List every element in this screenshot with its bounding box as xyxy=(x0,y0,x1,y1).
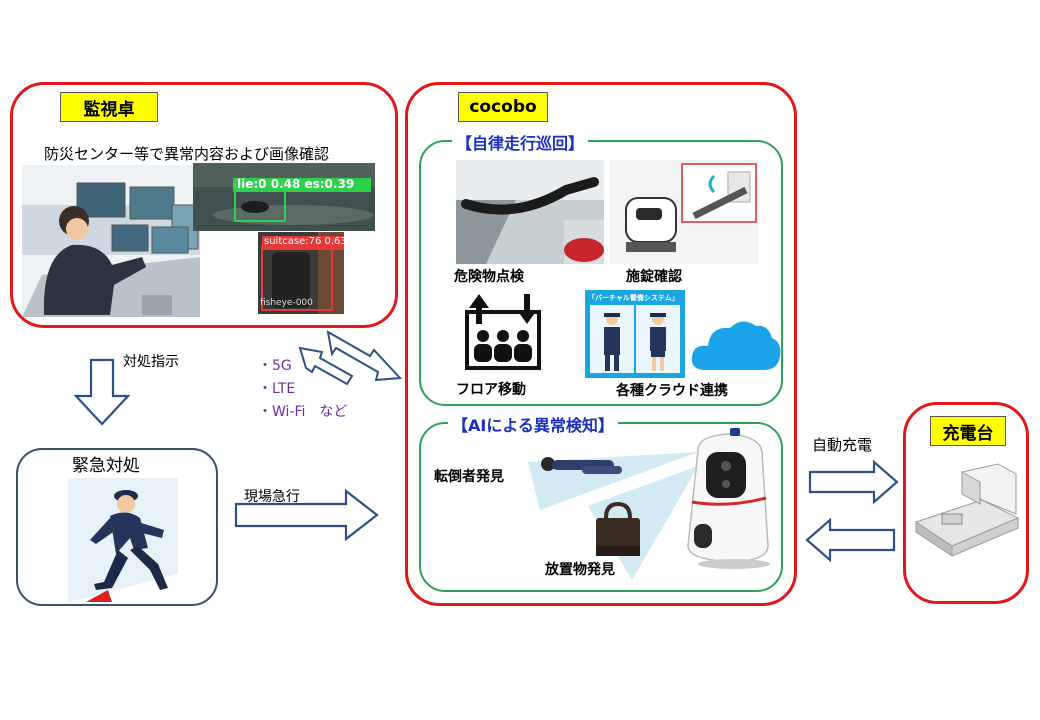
cocobo-tag: cocobo xyxy=(458,92,548,122)
detection-label-3: fisheye-000 xyxy=(260,298,313,308)
lock-check-image xyxy=(610,160,758,264)
fall-detect-label: 転倒者発見 xyxy=(434,469,504,485)
network-wifi: ・Wi-Fi など xyxy=(258,404,348,420)
hazard-check-image xyxy=(456,160,604,264)
patrol-title: 【自律走行巡回】 xyxy=(452,130,589,154)
monitor-tag: 監視卓 xyxy=(60,92,158,122)
detection-label-2: suitcase:76 0.63 xyxy=(264,236,344,247)
emergency-title: 緊急対処 xyxy=(72,456,140,476)
network-5g: ・5G xyxy=(258,358,292,374)
cloud-label: 各種クラウド連携 xyxy=(616,383,728,399)
patrol-section xyxy=(419,140,783,406)
detection-label-1: lie:0 0.48 es:0.39 xyxy=(237,177,355,191)
rush-arrow xyxy=(234,488,379,542)
ai-detection-scene xyxy=(528,428,770,580)
elevator-icon xyxy=(465,294,541,370)
virtual-security-panel: 「バーチャル警備システム」 xyxy=(585,290,685,378)
detection-image-suitcase: suitcase:76 0.63 fisheye-000 xyxy=(258,232,344,314)
virtual-security-label: 「バーチャル警備システム」 xyxy=(588,294,679,302)
lock-label: 施錠確認 xyxy=(626,269,682,285)
charge-arrow-left xyxy=(805,518,896,562)
charger-tag: 充電台 xyxy=(930,416,1006,446)
network-lte: ・LTE xyxy=(258,381,296,397)
auto-charge-label: 自動充電 xyxy=(812,436,873,454)
rush-label: 現場急行 xyxy=(244,489,300,505)
cloud-icon xyxy=(691,321,781,370)
ai-title: 【AIによる異常検知】 xyxy=(448,412,618,436)
guard-running-illustration xyxy=(68,478,178,602)
instruction-arrow xyxy=(74,358,130,426)
charge-arrow-right xyxy=(808,460,899,504)
monitor-caption: 防災センター等で異常内容および画像確認 xyxy=(44,145,330,163)
network-list: ・5G ・LTE ・Wi-Fi など xyxy=(258,355,347,424)
hazard-label: 危険物点検 xyxy=(454,269,524,285)
detection-image-fall: lie:0 0.48 es:0.39 xyxy=(193,163,375,231)
left-item-label: 放置物発見 xyxy=(545,562,615,578)
floor-label: フロア移動 xyxy=(456,382,526,398)
monitor-operator-illustration xyxy=(22,165,200,317)
charger-station-image xyxy=(914,463,1020,557)
instruction-label: 対処指示 xyxy=(123,354,179,370)
network-double-arrow xyxy=(298,330,403,386)
